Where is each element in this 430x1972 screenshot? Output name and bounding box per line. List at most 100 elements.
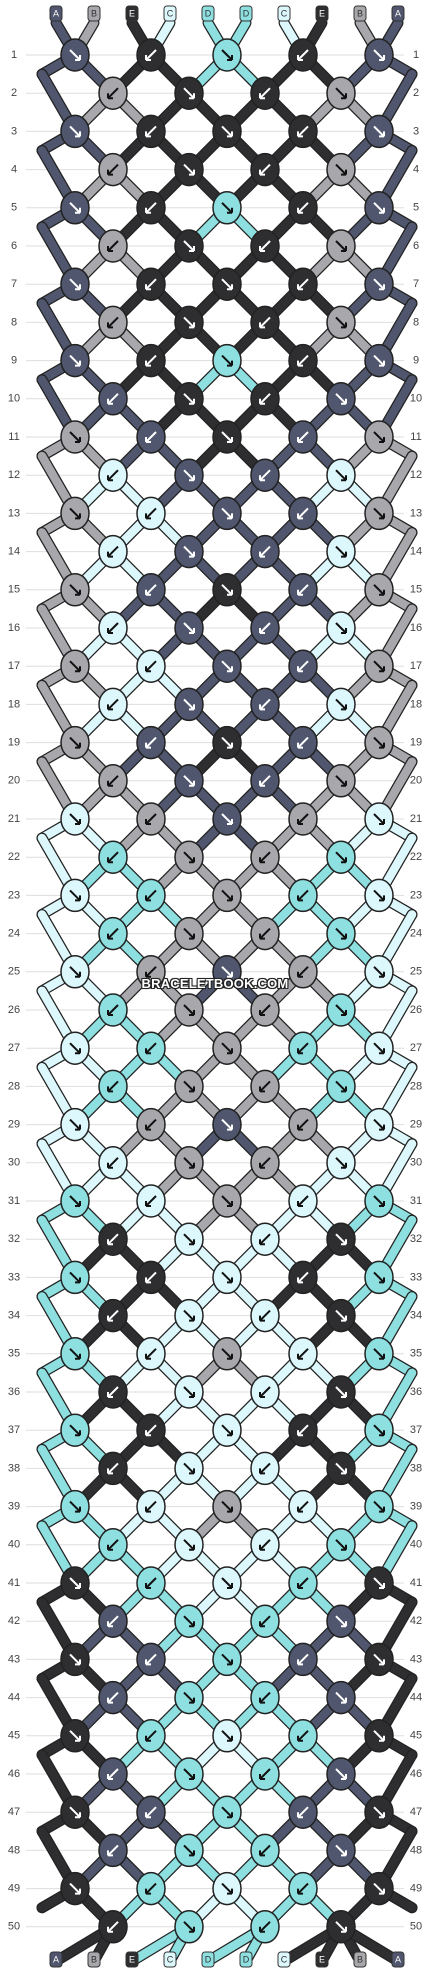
knot	[212, 955, 242, 989]
knot-arrowhead	[259, 1392, 265, 1398]
knot	[250, 534, 280, 569]
knot	[60, 573, 90, 607]
knot	[174, 1604, 204, 1638]
knot-arrowhead	[297, 1124, 303, 1131]
knot	[60, 1413, 90, 1447]
knot	[364, 267, 394, 301]
knot	[60, 1260, 90, 1295]
knot-arrow	[259, 1004, 271, 1016]
knot	[364, 1642, 394, 1677]
knot-arrowhead	[107, 1697, 113, 1704]
knot-arrowhead	[259, 1774, 265, 1780]
knot	[212, 573, 242, 607]
knot-arrowhead	[259, 1468, 265, 1475]
knot	[250, 458, 280, 492]
row-number-left: 43	[8, 1653, 20, 1665]
knot-arrowhead	[341, 933, 347, 940]
knot-arrowhead	[107, 857, 113, 864]
knot-arrow	[373, 49, 385, 61]
knot	[288, 725, 318, 760]
knot	[174, 305, 204, 340]
knot-arrowhead	[75, 131, 81, 138]
knot-arrow	[107, 775, 119, 787]
knot-arrow	[297, 1653, 309, 1666]
knot-arrowhead	[341, 322, 347, 329]
knot-arrow	[373, 431, 385, 443]
row-number-left: 46	[8, 1768, 20, 1780]
knot	[288, 191, 318, 225]
string-letter: E	[319, 8, 325, 18]
row-number-left: 44	[8, 1692, 20, 1704]
knot	[174, 382, 204, 416]
knot-arrow	[221, 1424, 233, 1436]
knot-arrowhead	[189, 1544, 195, 1551]
knot-arrow	[221, 1118, 233, 1131]
knot-arrow	[107, 316, 119, 329]
knot	[98, 458, 128, 492]
knot-arrow	[69, 966, 81, 978]
string-tab-bottom: E	[315, 1951, 329, 1968]
knot-arrow	[107, 393, 119, 405]
knot	[212, 191, 242, 225]
knot-arrow	[69, 278, 81, 290]
knot-arrowhead	[189, 1850, 195, 1857]
row-number-left: 30	[8, 1157, 20, 1169]
row-number-left: 27	[8, 1042, 20, 1054]
row-number-right: 14	[410, 546, 422, 558]
string-tab-box	[87, 1951, 101, 1968]
knot-arrow	[69, 1730, 81, 1742]
row-number-left: 37	[8, 1424, 20, 1436]
knot-arrowhead	[341, 1392, 347, 1398]
knot	[136, 725, 166, 760]
knot-arrowhead	[259, 704, 265, 711]
knot	[98, 1146, 128, 1180]
knot-arrow	[373, 660, 385, 672]
knot-arrowhead	[379, 207, 385, 214]
knot-arrow	[259, 393, 271, 405]
row-number-right: 2	[413, 87, 419, 99]
knot-arrowhead	[297, 1201, 303, 1207]
string-tab-bottom: D	[201, 1951, 215, 1968]
knot-arrow	[145, 660, 157, 672]
knot	[250, 229, 280, 263]
knot	[212, 1107, 242, 1142]
knot	[60, 1566, 90, 1600]
knot	[364, 1871, 394, 1906]
knot-arrowhead	[75, 360, 81, 367]
knot	[174, 993, 204, 1027]
knot	[326, 1833, 356, 1868]
knot-arrow	[69, 1653, 81, 1666]
knot-arrowhead	[341, 1010, 347, 1016]
knot-arrowhead	[227, 284, 233, 291]
string-tab-bottom: D	[239, 1951, 253, 1968]
knot	[174, 1910, 204, 1944]
knot-arrowhead	[107, 1086, 113, 1093]
knot	[60, 1031, 90, 1065]
knot-arrowhead	[297, 207, 303, 214]
knot	[326, 1298, 356, 1333]
knot-arrow	[221, 966, 233, 978]
row-number-left: 13	[8, 507, 20, 519]
knot	[288, 38, 318, 72]
knot-arrow	[259, 775, 271, 787]
knot-arrowhead	[107, 1468, 113, 1475]
knot-arrow	[335, 851, 347, 863]
string-letter: C	[281, 8, 288, 18]
knot-arrowhead	[145, 895, 151, 902]
knot	[98, 916, 128, 951]
knot	[98, 611, 128, 645]
knot	[250, 1069, 280, 1104]
knot-arrowhead	[341, 169, 347, 176]
knot-arrowhead	[75, 207, 81, 214]
row-number-left: 16	[8, 622, 20, 634]
row-number-right: 21	[410, 813, 422, 825]
knot-arrowhead	[145, 666, 151, 673]
knot-arrow	[259, 87, 271, 99]
knot	[288, 1795, 318, 1829]
knot-arrow	[69, 125, 81, 138]
knot	[60, 191, 90, 225]
knot-arrow	[221, 1806, 233, 1818]
knot	[326, 76, 356, 110]
knot-arrow	[221, 278, 233, 290]
knot	[136, 1871, 166, 1906]
